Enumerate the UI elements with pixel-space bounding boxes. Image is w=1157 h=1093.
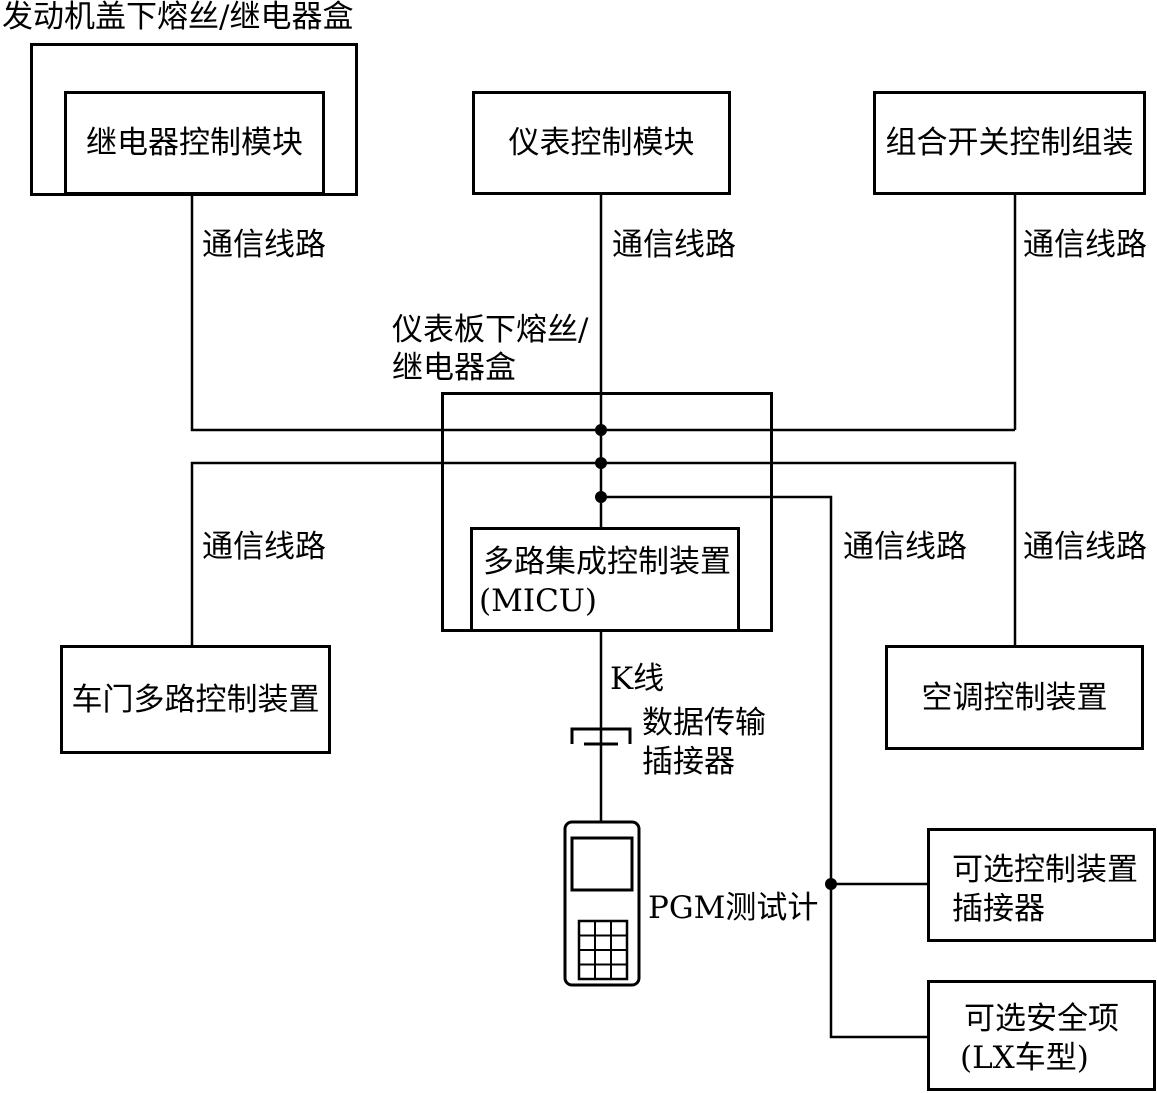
optional-control-connector-line2: 插接器 [952, 891, 1045, 927]
optional-safety-item-line1: 可选安全项 [964, 1001, 1119, 1037]
relay-control-module: 继电器控制模块 [64, 91, 325, 195]
comm-line-label-meter: 通信线路 [612, 227, 736, 263]
dash-fuse-box-title-line2: 继电器盒 [392, 350, 516, 386]
comm-line-label-relay: 通信线路 [202, 227, 326, 263]
ac-control-unit-label: 空调控制装置 [921, 679, 1108, 716]
door-multiplex-unit-label: 车门多路控制装置 [71, 681, 320, 718]
micu-unit: 多路集成控制装置 (MICU) [470, 527, 740, 632]
relay-control-module-label: 继电器控制模块 [86, 125, 303, 161]
optional-safety-item-line2: (LX车型) [960, 1040, 1089, 1076]
combination-switch-assembly: 组合开关控制组装 [873, 91, 1146, 195]
micu-label-line2: (MICU) [479, 583, 598, 619]
engine-fuse-box-title: 发动机盖下熔丝/继电器盒 [2, 0, 354, 35]
comm-line-label-option: 通信线路 [843, 529, 967, 565]
optional-control-connector: 可选控制装置 插接器 [927, 828, 1156, 942]
comm-line-label-ac: 通信线路 [1023, 529, 1147, 565]
pgm-tester-label: PGM测试计 [648, 890, 819, 926]
pgm-tester-icon [563, 820, 641, 987]
dlc-label-line2: 插接器 [642, 744, 735, 780]
ac-control-unit: 空调控制装置 [885, 645, 1144, 750]
micu-label-line1: 多路集成控制装置 [483, 544, 731, 580]
comm-line-label-combo: 通信线路 [1023, 227, 1147, 263]
comm-line-label-door: 通信线路 [202, 529, 326, 565]
dlc-symbol [570, 727, 632, 746]
meter-control-module-label: 仪表控制模块 [508, 125, 695, 161]
k-line-label: K线 [610, 661, 665, 697]
dash-fuse-box-title-line1: 仪表板下熔丝/ [392, 312, 589, 348]
combination-switch-label: 组合开关控制组装 [885, 125, 1134, 161]
meter-control-module: 仪表控制模块 [472, 91, 731, 195]
dlc-label-line1: 数据传输 [642, 705, 766, 741]
optional-control-connector-line1: 可选控制装置 [952, 852, 1138, 888]
optional-safety-item: 可选安全项 (LX车型) [927, 980, 1156, 1091]
door-multiplex-unit: 车门多路控制装置 [60, 645, 331, 754]
